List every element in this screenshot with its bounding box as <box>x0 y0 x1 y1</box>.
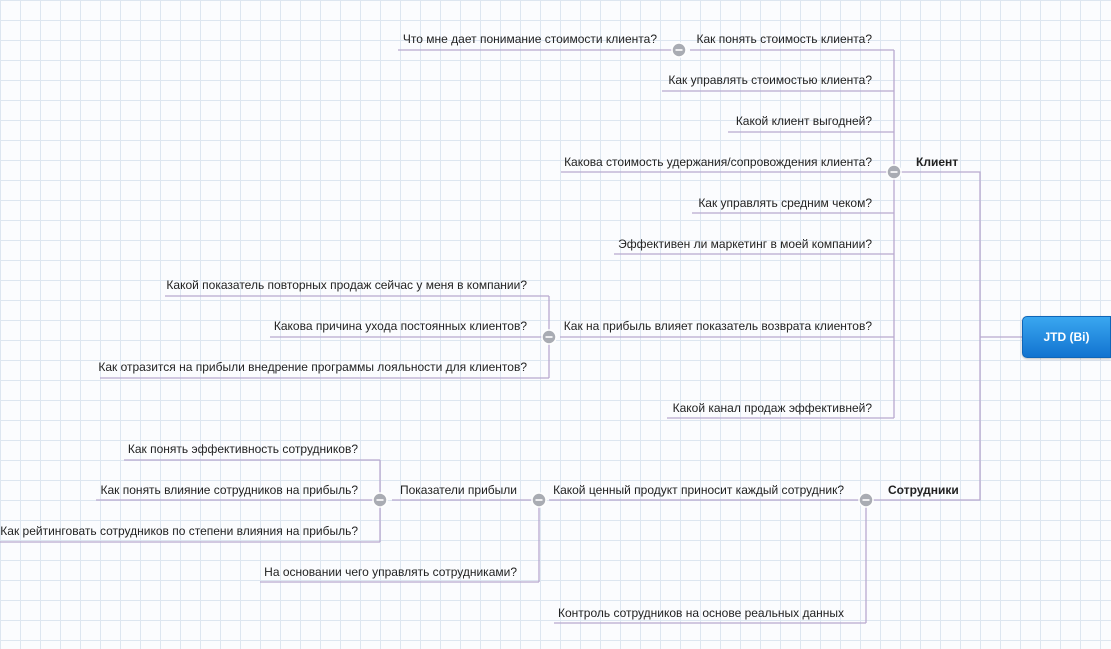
client-q6[interactable]: Эффективен ли маркетинг в моей компании? <box>618 237 872 251</box>
client-q4[interactable]: Какова стоимость удержания/сопровождения… <box>564 155 872 169</box>
collapse-icon[interactable] <box>886 164 902 180</box>
client-q2[interactable]: Как управлять стоимостью клиента? <box>668 73 872 87</box>
employees-e1[interactable]: Какой ценный продукт приносит каждый сот… <box>553 483 844 497</box>
collapse-icon[interactable] <box>372 492 388 508</box>
branch-client[interactable]: Клиент <box>916 155 959 169</box>
collapse-icon[interactable] <box>541 329 557 345</box>
e1-grandchild-1[interactable]: Как понять эффективность сотрудников? <box>127 442 358 456</box>
collapse-icon[interactable] <box>531 492 547 508</box>
collapse-icon[interactable] <box>671 42 687 58</box>
employees-e2[interactable]: Контроль сотрудников на основе реальных … <box>557 606 844 620</box>
q7-child-3[interactable]: Как отразится на прибыли внедрение прогр… <box>98 360 527 374</box>
e1-grandchild-2[interactable]: Как понять влияние сотрудников на прибыл… <box>100 483 358 497</box>
collapse-icon[interactable] <box>858 492 874 508</box>
branch-employees[interactable]: Сотрудники <box>888 483 959 497</box>
client-q8[interactable]: Какой канал продаж эффективней? <box>672 401 872 415</box>
q7-child-1[interactable]: Какой показатель повторных продаж сейчас… <box>166 278 527 292</box>
client-q3[interactable]: Какой клиент выгодней? <box>735 114 872 128</box>
client-q7[interactable]: Как на прибыль влияет показатель возврат… <box>563 319 872 333</box>
employees-e1-child2[interactable]: На основании чего управлять сотрудниками… <box>264 565 517 579</box>
root-to-client <box>894 171 981 337</box>
client-q1-child[interactable]: Что мне дает понимание стоимости клиента… <box>402 32 657 46</box>
root-to-employees <box>866 337 981 501</box>
employees-e1-child[interactable]: Показатели прибыли <box>399 483 517 497</box>
client-q1[interactable]: Как понять стоимость клиента? <box>696 32 872 46</box>
e1-grandchild-3[interactable]: Как рейтинговать сотрудников по степени … <box>0 524 358 538</box>
root-node[interactable]: JTD (Bi) <box>1022 316 1111 358</box>
client-q5[interactable]: Как управлять средним чеком? <box>698 196 872 210</box>
q7-child-2[interactable]: Какова причина ухода постоянных клиентов… <box>273 319 527 333</box>
